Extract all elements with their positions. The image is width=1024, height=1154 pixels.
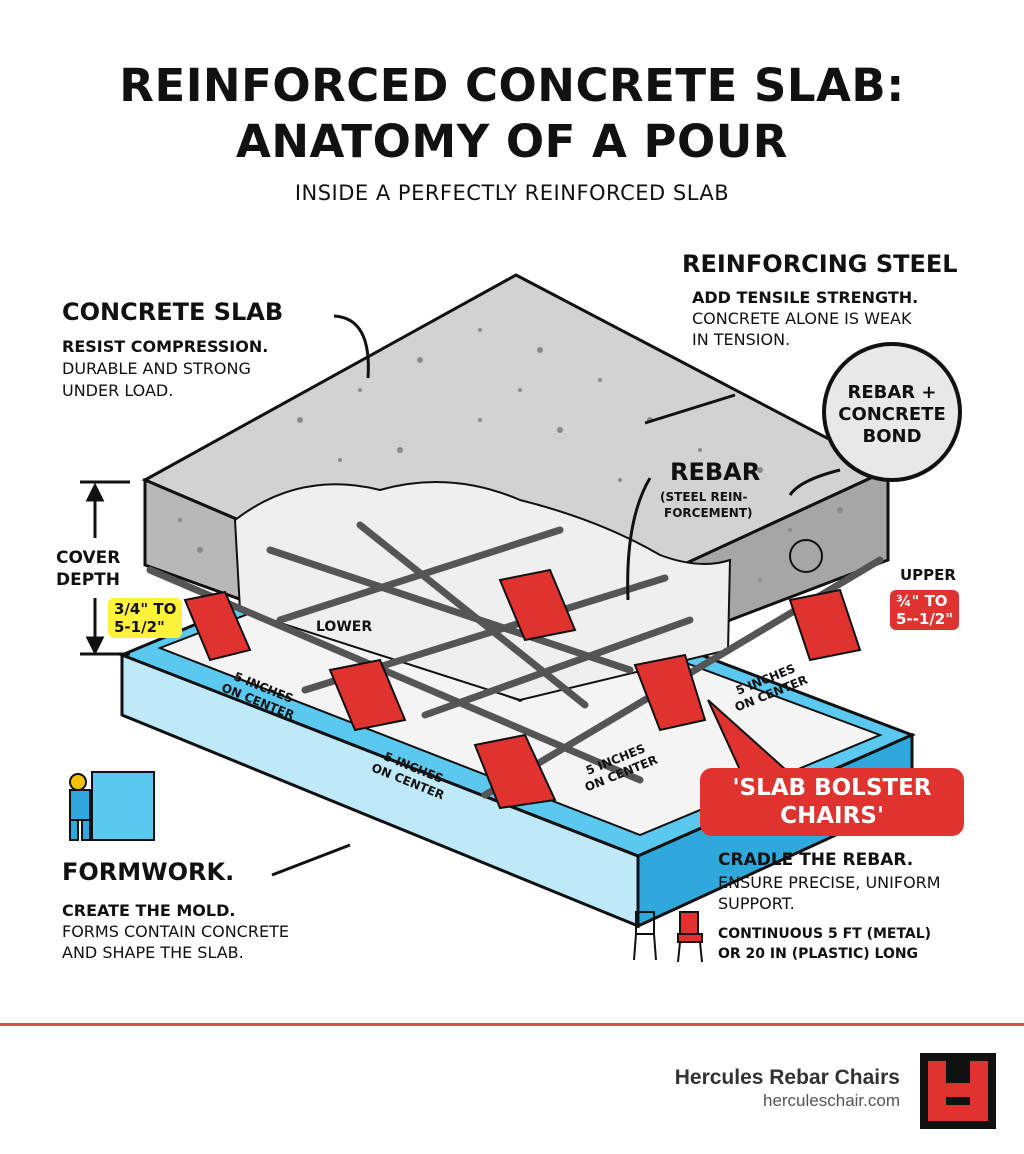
concrete-slab-heading: CONCRETE SLAB — [62, 298, 284, 326]
chairs-desc-line2: SUPPORT. — [718, 894, 795, 913]
concrete-slab-line3: UNDER LOAD. — [62, 381, 174, 400]
formwork-line3: AND SHAPE THE SLAB. — [62, 943, 244, 962]
upper-badge: ¾" TO 5--1/2" — [890, 590, 960, 630]
rebar-heading: REBAR — [670, 458, 761, 486]
page-title: REINFORCED CONCRETE SLAB: ANATOMY OF A P… — [0, 58, 1024, 170]
formwork-line1: CREATE THE MOLD. — [62, 901, 236, 920]
title-line-2: ANATOMY OF A POUR — [236, 115, 788, 168]
upper-label: UPPER — [900, 566, 956, 584]
title-line-1: REINFORCED CONCRETE SLAB: — [119, 59, 905, 112]
chair-red-icon — [677, 911, 703, 963]
formwork-heading: FORMWORK. — [62, 858, 235, 886]
callout-line2: CHAIRS' — [780, 803, 884, 829]
reinforcing-steel-line1: ADD TENSILE STRENGTH. — [692, 288, 919, 307]
bond-line3: BOND — [862, 426, 922, 447]
chairs-desc-line1: ENSURE PRECISE, UNIFORM — [718, 873, 941, 892]
chairs-desc-heading: CRADLE THE REBAR. — [718, 850, 914, 870]
cover-depth-line2: DEPTH — [56, 570, 121, 590]
chair-outline-icon — [633, 911, 657, 961]
concrete-slab-line1: RESIST COMPRESSION. — [62, 337, 269, 356]
leader-lines — [271, 314, 841, 877]
brand-url: herculeschair.com — [762, 1091, 900, 1110]
concrete-slab-line2: DURABLE AND STRONG — [62, 359, 251, 378]
brand-name: Hercules Rebar Chairs — [674, 1066, 900, 1089]
chairs-note-line1: CONTINUOUS 5 FT (METAL) — [718, 926, 932, 942]
upper-badge-line1: ¾" TO — [896, 592, 948, 610]
lower-label: LOWER — [316, 619, 373, 635]
reinforcing-steel-line2: CONCRETE ALONE IS WEAK — [692, 309, 912, 328]
bond-magnifier — [789, 342, 962, 573]
bolster-chairs — [183, 568, 862, 810]
rebar-line2: FORCEMENT) — [664, 506, 753, 520]
formwork-line2: FORMS CONTAIN CONCRETE — [62, 922, 289, 941]
cover-depth-badge: 3/4" TO 5-1/2" — [108, 598, 183, 638]
cover-depth-arrow — [80, 480, 130, 656]
chairs-note-line2: OR 20 IN (PLASTIC) LONG — [718, 946, 919, 962]
footer-divider — [0, 1023, 1024, 1026]
upper-badge-line2: 5--1/2" — [896, 610, 954, 628]
cover-depth-line1: COVER — [56, 548, 121, 568]
bond-line1: REBAR + — [847, 382, 937, 403]
reinforcing-steel-line3: IN TENSION. — [692, 330, 791, 349]
page-subtitle: INSIDE A PERFECTLY REINFORCED SLAB — [294, 181, 730, 205]
reinforcing-steel-heading: REINFORCING STEEL — [682, 250, 958, 278]
worker-icon — [69, 771, 155, 841]
bolster-chairs-callout: 'SLAB BOLSTER CHAIRS' — [700, 768, 964, 836]
bond-label: REBAR + CONCRETE BOND — [824, 382, 960, 448]
cover-badge-line2: 5-1/2" — [114, 618, 165, 636]
rebar-line1: (STEEL REIN- — [660, 490, 748, 504]
bond-line2: CONCRETE — [838, 404, 946, 425]
hercules-logo-icon — [920, 1053, 996, 1129]
cover-badge-line1: 3/4" TO — [114, 600, 177, 618]
callout-line1: 'SLAB BOLSTER — [732, 775, 932, 801]
